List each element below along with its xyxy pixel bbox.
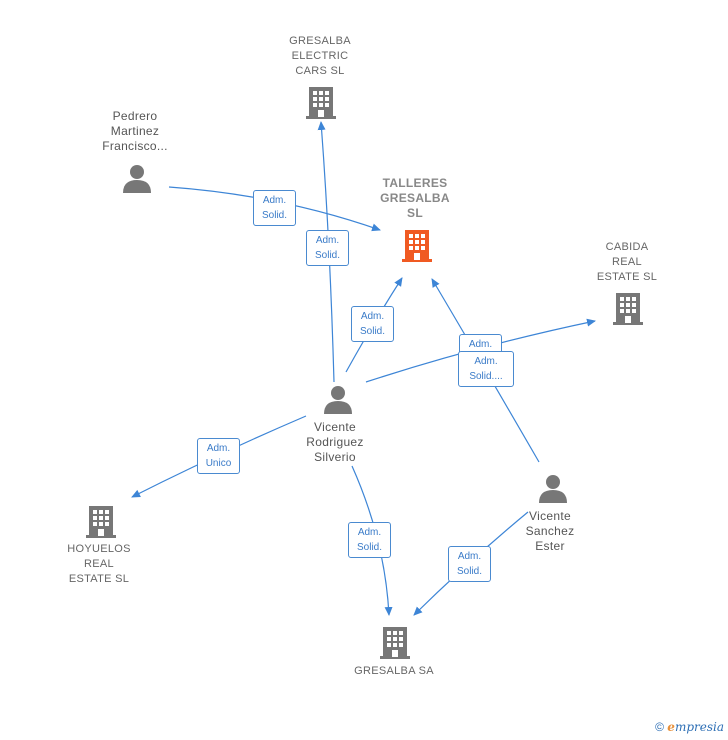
company-label-gresalba-electric[interactable]: GRESALBA ELECTRIC CARS SL (289, 35, 351, 77)
person-icon[interactable] (323, 384, 353, 414)
company-label-talleres-focus[interactable]: TALLERES GRESALBA SL (380, 176, 450, 220)
person-label-vicente-sanchez[interactable]: Vicente Sanchez Ester (525, 509, 575, 553)
edge-label[interactable]: Adm. Solid. (348, 522, 391, 558)
person-label-vicente-rodriguez[interactable]: Vicente Rodriguez Silverio (306, 420, 364, 464)
building-icon[interactable] (380, 625, 410, 659)
copyright-icon: © (655, 720, 664, 734)
person-label-pedrero[interactable]: Pedrero Martinez Francisco... (102, 109, 168, 153)
edge-label[interactable]: Adm. Solid. (351, 306, 394, 342)
company-label-hoyuelos[interactable]: HOYUELOS REAL ESTATE SL (67, 543, 131, 585)
person-icon[interactable] (122, 163, 152, 193)
building-icon[interactable] (86, 504, 116, 538)
brand-logo: empresia (667, 720, 724, 734)
building-icon[interactable] (613, 291, 643, 325)
building-icon-focus[interactable] (402, 228, 432, 262)
footer-brand: © empresia (655, 720, 724, 734)
person-icon[interactable] (538, 473, 568, 503)
company-label-gresalba-sa[interactable]: GRESALBA SA (354, 665, 434, 677)
edge-label[interactable]: Adm. Unico (197, 438, 240, 474)
edge-label[interactable]: Adm. Solid. (253, 190, 296, 226)
edge-label[interactable]: Adm. Solid. (448, 546, 491, 582)
edge-label[interactable]: Adm. Solid. (306, 230, 349, 266)
building-icon[interactable] (306, 85, 336, 119)
edge-label[interactable]: Adm. Solid.... (458, 351, 514, 387)
company-label-cabida[interactable]: CABIDA REAL ESTATE SL (596, 241, 658, 283)
